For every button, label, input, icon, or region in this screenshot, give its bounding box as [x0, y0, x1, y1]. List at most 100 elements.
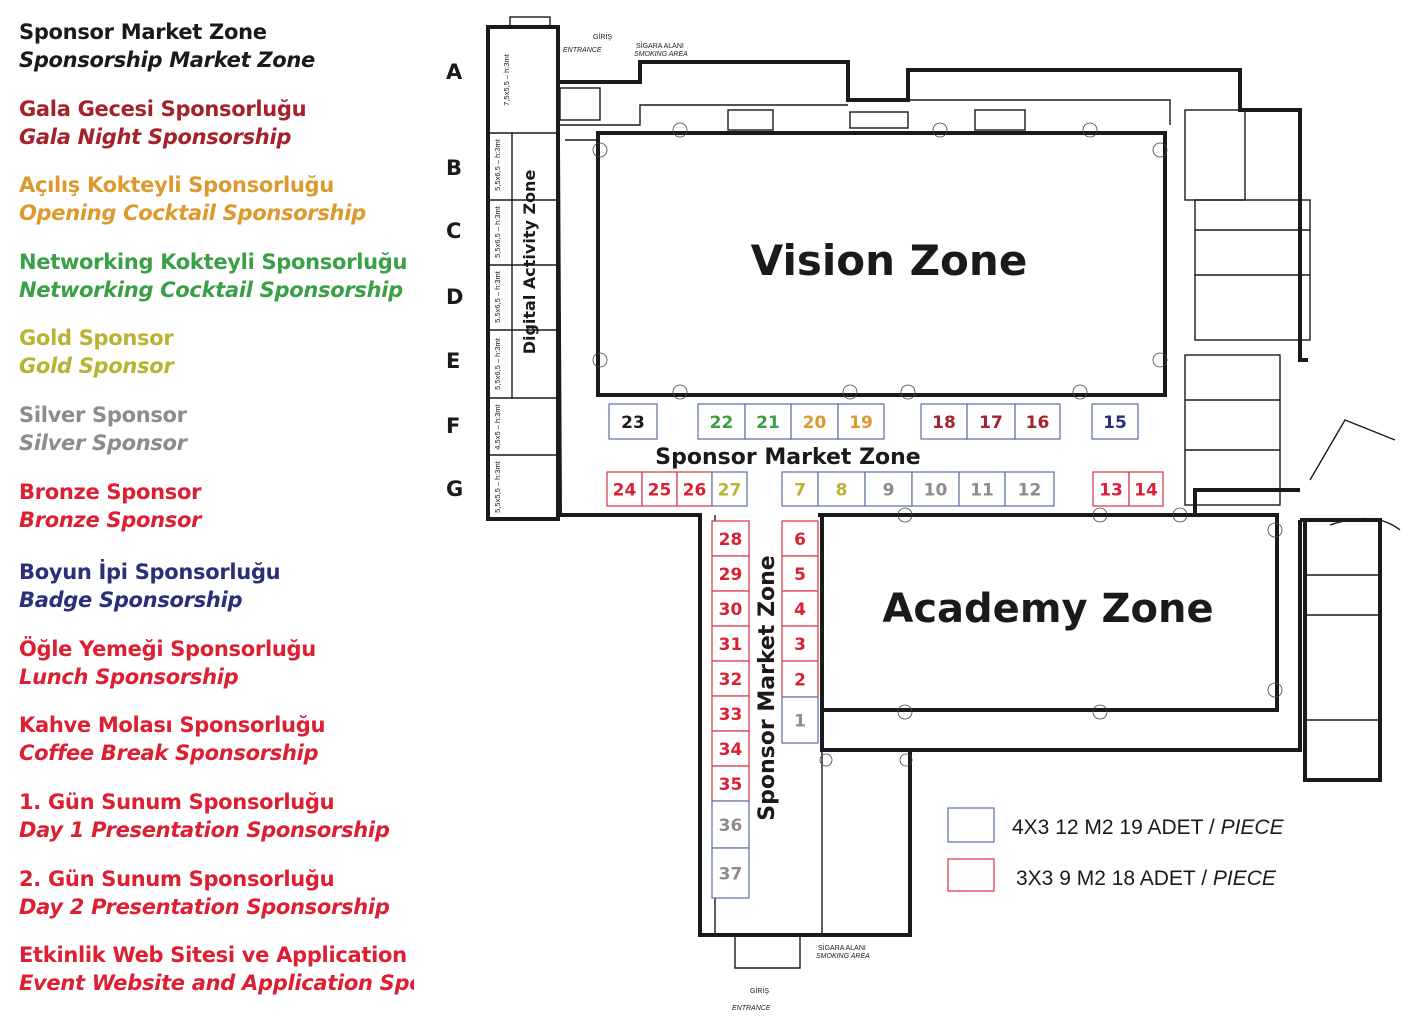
booth-13[interactable]: 13 [1092, 471, 1130, 507]
booth-number: 21 [756, 413, 780, 433]
key-piece-text: PIECE [1221, 816, 1285, 839]
legend-turkish: Networking Kokteyli Sponsorluğu [19, 250, 408, 274]
booth-number: 27 [718, 481, 742, 501]
booth-number: 16 [1026, 413, 1050, 433]
booth-outline [817, 471, 866, 507]
booth-21[interactable]: 21 [744, 403, 792, 440]
booth-3[interactable]: 3 [781, 625, 819, 662]
booth-number: 24 [613, 481, 637, 501]
row-letter: D [446, 285, 463, 309]
booth-32[interactable]: 32 [711, 660, 750, 697]
legend-english: Silver Sponsor [19, 431, 187, 455]
booth-number: 17 [979, 413, 1003, 433]
legend-english: Day 1 Presentation Sponsorship [19, 818, 390, 842]
booth-number: 14 [1134, 481, 1158, 501]
booth-number: 34 [719, 740, 743, 760]
row-letter: E [446, 349, 460, 373]
booth-outline [711, 625, 750, 662]
booth-37[interactable]: 37 [711, 847, 750, 899]
booth-number: 36 [719, 816, 743, 836]
booth-14[interactable]: 14 [1128, 471, 1164, 507]
legend-english: Gold Sponsor [19, 354, 174, 378]
booth-outline [711, 800, 750, 849]
booth-number: 3 [794, 635, 806, 655]
booth-outline [911, 471, 960, 507]
row-letter: A [446, 60, 463, 84]
booth-16[interactable]: 16 [1014, 403, 1061, 440]
building-walls [486, 16, 1401, 969]
bottom-entrance-tr: GİRİŞ [750, 986, 769, 995]
booth-number: 12 [1018, 481, 1042, 501]
booth-1[interactable]: 1 [781, 696, 819, 744]
booth-number: 1 [794, 712, 806, 732]
top-entrance-en: ENTRANCE [563, 47, 602, 54]
booth-outline [781, 555, 819, 592]
legend-turkish: Etkinlik Web Sitesi ve Application Spons… [19, 943, 414, 967]
booth-20[interactable]: 20 [790, 403, 839, 440]
booth-number: 18 [932, 413, 956, 433]
booth-9[interactable]: 9 [864, 471, 913, 507]
booth-22[interactable]: 22 [697, 403, 746, 440]
legend-english: Event Website and Application Sponsorshi… [19, 971, 414, 995]
booth-29[interactable]: 29 [711, 555, 750, 592]
booth-number: 7 [794, 481, 806, 501]
booth-number: 28 [719, 530, 743, 550]
booth-outline [920, 403, 968, 440]
booth-8[interactable]: 8 [817, 471, 866, 507]
booth-30[interactable]: 30 [711, 590, 750, 627]
booth-number: 35 [719, 775, 743, 795]
booth-outline [1091, 403, 1139, 440]
legend-turkish: Açılış Kokteyli Sponsorluğu [19, 173, 334, 197]
booth-35[interactable]: 35 [711, 765, 750, 802]
booth-number: 13 [1099, 481, 1123, 501]
booth-outline [1004, 471, 1055, 507]
sponsor-market-zone-vertical: Sponsor Market Zone [755, 555, 780, 820]
booth-18[interactable]: 18 [920, 403, 968, 440]
booth-19[interactable]: 19 [837, 403, 885, 440]
booth-31[interactable]: 31 [711, 625, 750, 662]
booth-24[interactable]: 24 [606, 471, 643, 507]
booth-4[interactable]: 4 [781, 590, 819, 627]
booth-23[interactable]: 23 [608, 403, 658, 440]
key-swatch [947, 858, 995, 892]
booth-17[interactable]: 17 [966, 403, 1016, 440]
legend-english: Opening Cocktail Sponsorship [19, 201, 366, 225]
legend-turkish: 1. Gün Sunum Sponsorluğu [19, 790, 335, 814]
booth-33[interactable]: 33 [711, 695, 750, 732]
booth-outline [781, 471, 819, 507]
legend-english: Day 2 Presentation Sponsorship [19, 895, 390, 919]
legend-english: Sponsorship Market Zone [19, 48, 315, 72]
booth-number: 25 [648, 481, 672, 501]
booth-34[interactable]: 34 [711, 730, 750, 767]
booth-2[interactable]: 2 [781, 660, 819, 698]
booth-27[interactable]: 27 [711, 471, 748, 507]
legend-turkish: Boyun İpi Sponsorluğu [19, 560, 281, 584]
booth-6[interactable]: 6 [781, 520, 819, 557]
booth-11[interactable]: 11 [958, 471, 1006, 507]
booth-5[interactable]: 5 [781, 555, 819, 592]
digital-zone-size-note: 5,5x5,5 – h:3mt [493, 460, 502, 513]
booth-number: 11 [970, 481, 994, 501]
key-piece-text: PIECE [1213, 867, 1277, 890]
booth-36[interactable]: 36 [711, 800, 750, 849]
booth-15[interactable]: 15 [1091, 403, 1139, 440]
booth-outline [1128, 471, 1164, 507]
legend-turkish: Öğle Yemeği Sponsorluğu [19, 637, 316, 661]
booth-25[interactable]: 25 [641, 471, 678, 507]
booth-10[interactable]: 10 [911, 471, 960, 507]
booth-7[interactable]: 7 [781, 471, 819, 507]
booth-12[interactable]: 12 [1004, 471, 1055, 507]
booth-number: 37 [719, 865, 743, 885]
booth-28[interactable]: 28 [711, 520, 750, 557]
legend-entry: Etkinlik Web Sitesi ve Application Spons… [19, 941, 414, 997]
legend-english: Networking Cocktail Sponsorship [19, 278, 403, 302]
booth-outline [711, 660, 750, 697]
booth-26[interactable]: 26 [676, 471, 713, 507]
